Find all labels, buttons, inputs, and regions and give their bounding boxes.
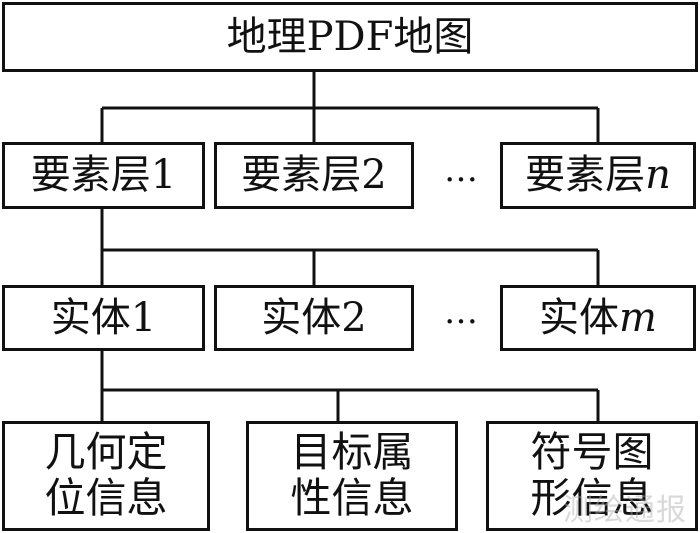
info-node-attribute: 目标属 性信息 <box>246 421 458 531</box>
layer-n-suffix: n <box>645 152 671 199</box>
info-node-symbol: 符号图 形信息 <box>486 421 698 531</box>
entity-m-text: 实体 <box>539 294 620 341</box>
info-symbol-line2: 形信息 <box>530 474 654 522</box>
layer-1-text: 要素层 <box>30 152 151 199</box>
root-node: 地理PDF地图 <box>2 2 698 72</box>
info-geometry-line2: 位信息 <box>44 474 168 522</box>
layer-2-text: 要素层 <box>241 152 362 199</box>
layers-ellipsis: … <box>444 150 480 190</box>
info-geometry-line1: 几何定 <box>44 428 168 477</box>
watermark: 测绘通报 <box>563 493 687 528</box>
info-attribute-line1: 目标属 <box>290 428 414 477</box>
entity-2-suffix: 2 <box>341 294 367 341</box>
layer-2-suffix: 2 <box>361 152 387 199</box>
entities-ellipsis: … <box>444 292 480 332</box>
entity-m-suffix: m <box>619 294 657 341</box>
layer-n-text: 要素层 <box>525 152 646 199</box>
entity-1-text: 实体 <box>50 294 131 341</box>
info-attribute-line2: 性信息 <box>290 474 414 522</box>
root-label: 地理PDF地图 <box>226 13 474 60</box>
info-symbol-line1: 符号图 <box>530 428 654 477</box>
layer-1-suffix: 1 <box>150 152 177 199</box>
entity-2-text: 实体 <box>261 294 342 341</box>
info-node-geometry: 几何定 位信息 <box>2 421 210 531</box>
entity-1-suffix: 1 <box>130 294 157 341</box>
